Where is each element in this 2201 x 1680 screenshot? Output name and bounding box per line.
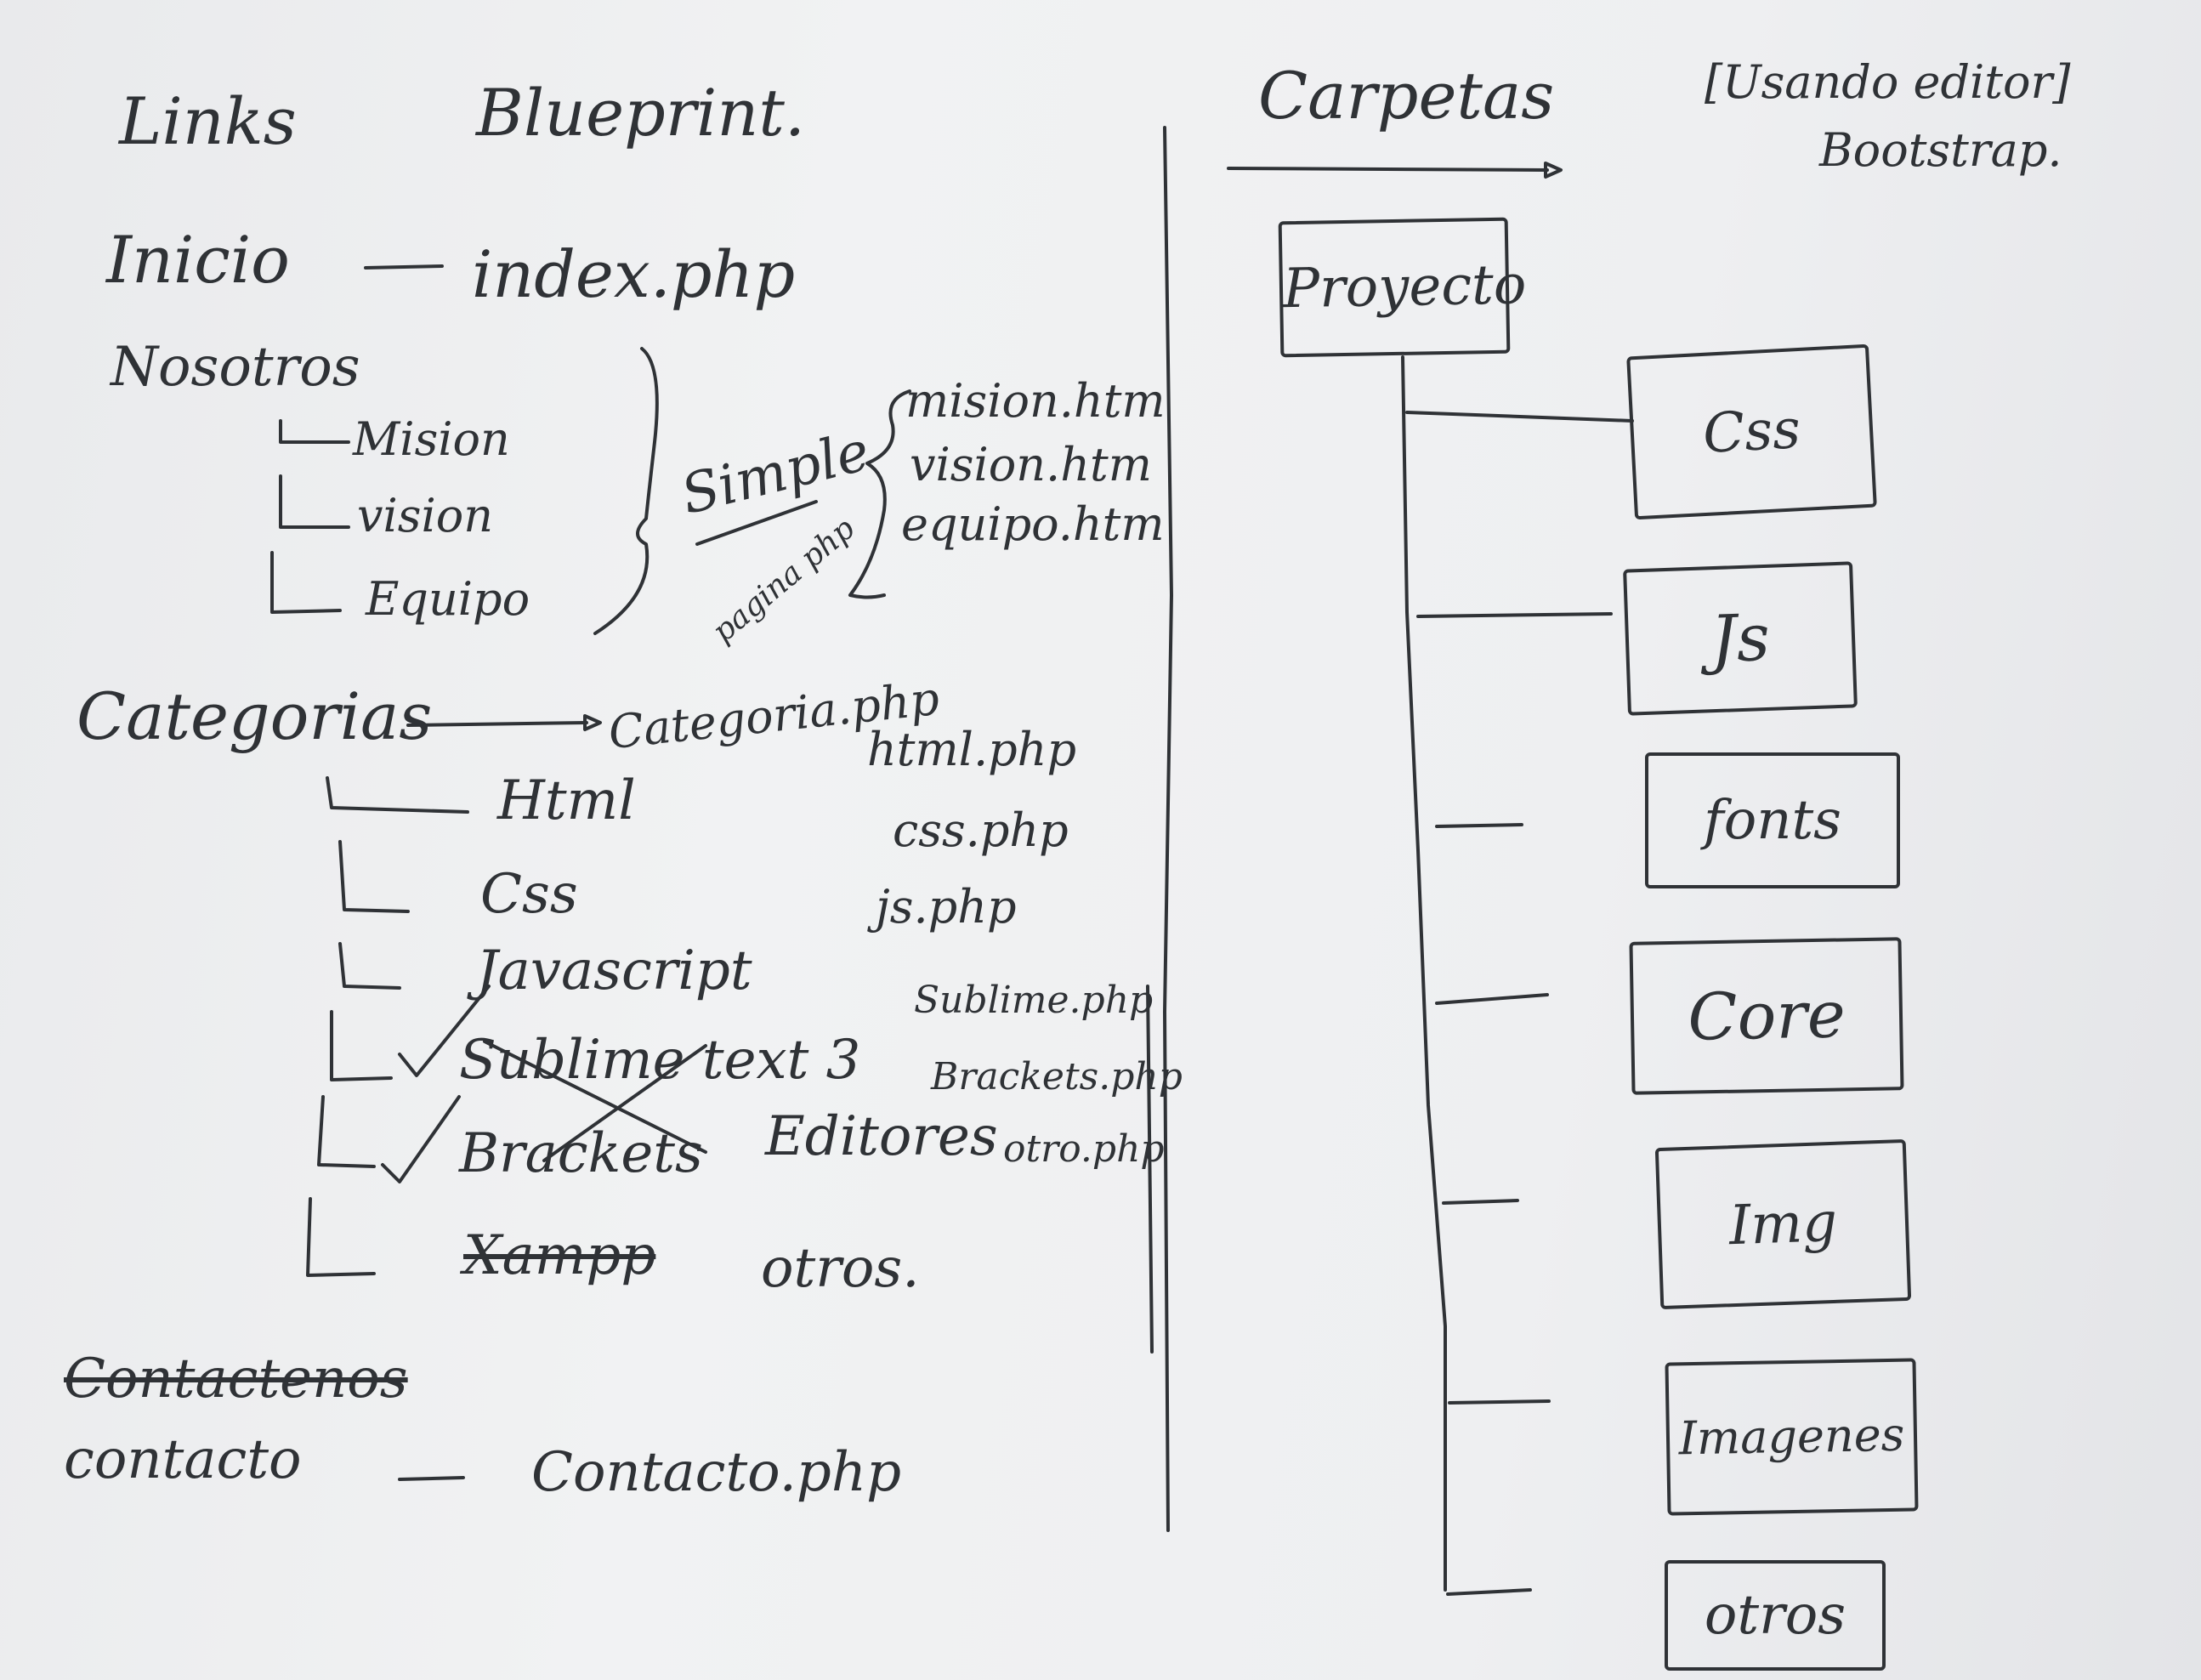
categorias-link: Categorias — [77, 678, 433, 754]
blueprint-heading: Blueprint. — [476, 75, 806, 150]
folder-proyecto-label: Proyecto — [1282, 253, 1527, 321]
html-php-file: html.php — [867, 723, 1077, 776]
folder-fonts-label: fonts — [1704, 789, 1841, 852]
equipo-file: equipo.htm — [901, 497, 1165, 551]
contactenos-link: Contactenos — [64, 1348, 408, 1410]
folder-css: Css — [1626, 343, 1877, 520]
brackets-php-file: Brackets.php — [931, 1055, 1183, 1098]
categoria-item-sublime: Sublime text 3 — [459, 1029, 861, 1092]
inicio-link: Inicio — [106, 222, 290, 298]
folder-otros: otros — [1665, 1560, 1886, 1671]
otro-php-file: otro.php — [1003, 1127, 1165, 1171]
carpetas-heading: Carpetas — [1258, 58, 1555, 133]
sublime-php-file: Sublime.php — [914, 979, 1154, 1022]
inicio-file: index.php — [472, 236, 796, 312]
contacto-link: contacto — [64, 1428, 302, 1491]
folder-imagenes: Imagenes — [1665, 1358, 1919, 1516]
folder-img-label: Img — [1727, 1190, 1839, 1258]
folder-fonts: fonts — [1645, 752, 1900, 888]
folder-core: Core — [1629, 937, 1904, 1095]
editor-note-line1: [Usando editor] — [1705, 55, 2071, 109]
nosotros-item-equipo: Equipo — [366, 572, 530, 626]
categoria-item-html: Html — [497, 769, 636, 832]
folder-otros-label: otros — [1704, 1584, 1846, 1647]
mision-file: mision.htm — [905, 374, 1166, 428]
categoria-item-javascript: Javascript — [476, 939, 752, 1002]
folder-img: Img — [1654, 1138, 1912, 1310]
folder-core-label: Core — [1687, 976, 1846, 1055]
links-heading: Links — [119, 83, 297, 159]
nosotros-link: Nosotros — [111, 336, 360, 399]
categoria-item-xampp: Xampp — [463, 1224, 656, 1287]
css-php-file: css.php — [893, 803, 1069, 857]
editor-note-line2: Bootstrap. — [1819, 123, 2062, 177]
otros-note: otros. — [761, 1237, 920, 1300]
js-php-file: js.php — [876, 880, 1017, 934]
vision-file: vision.htm — [910, 438, 1152, 491]
folder-js: Js — [1623, 561, 1858, 716]
categoria-item-brackets: Brackets — [459, 1122, 703, 1185]
editores-note: Editores — [765, 1105, 998, 1168]
folder-js-label: Js — [1709, 599, 1772, 678]
contacto-file: Contacto.php — [531, 1441, 902, 1504]
folder-css-label: Css — [1701, 398, 1802, 466]
folder-proyecto: Proyecto — [1278, 217, 1527, 358]
nosotros-item-vision: vision — [357, 489, 494, 542]
nosotros-item-mision: Mision — [353, 412, 510, 466]
categoria-item-css: Css — [480, 863, 578, 926]
folder-imagenes-label: Imagenes — [1678, 1407, 1905, 1466]
